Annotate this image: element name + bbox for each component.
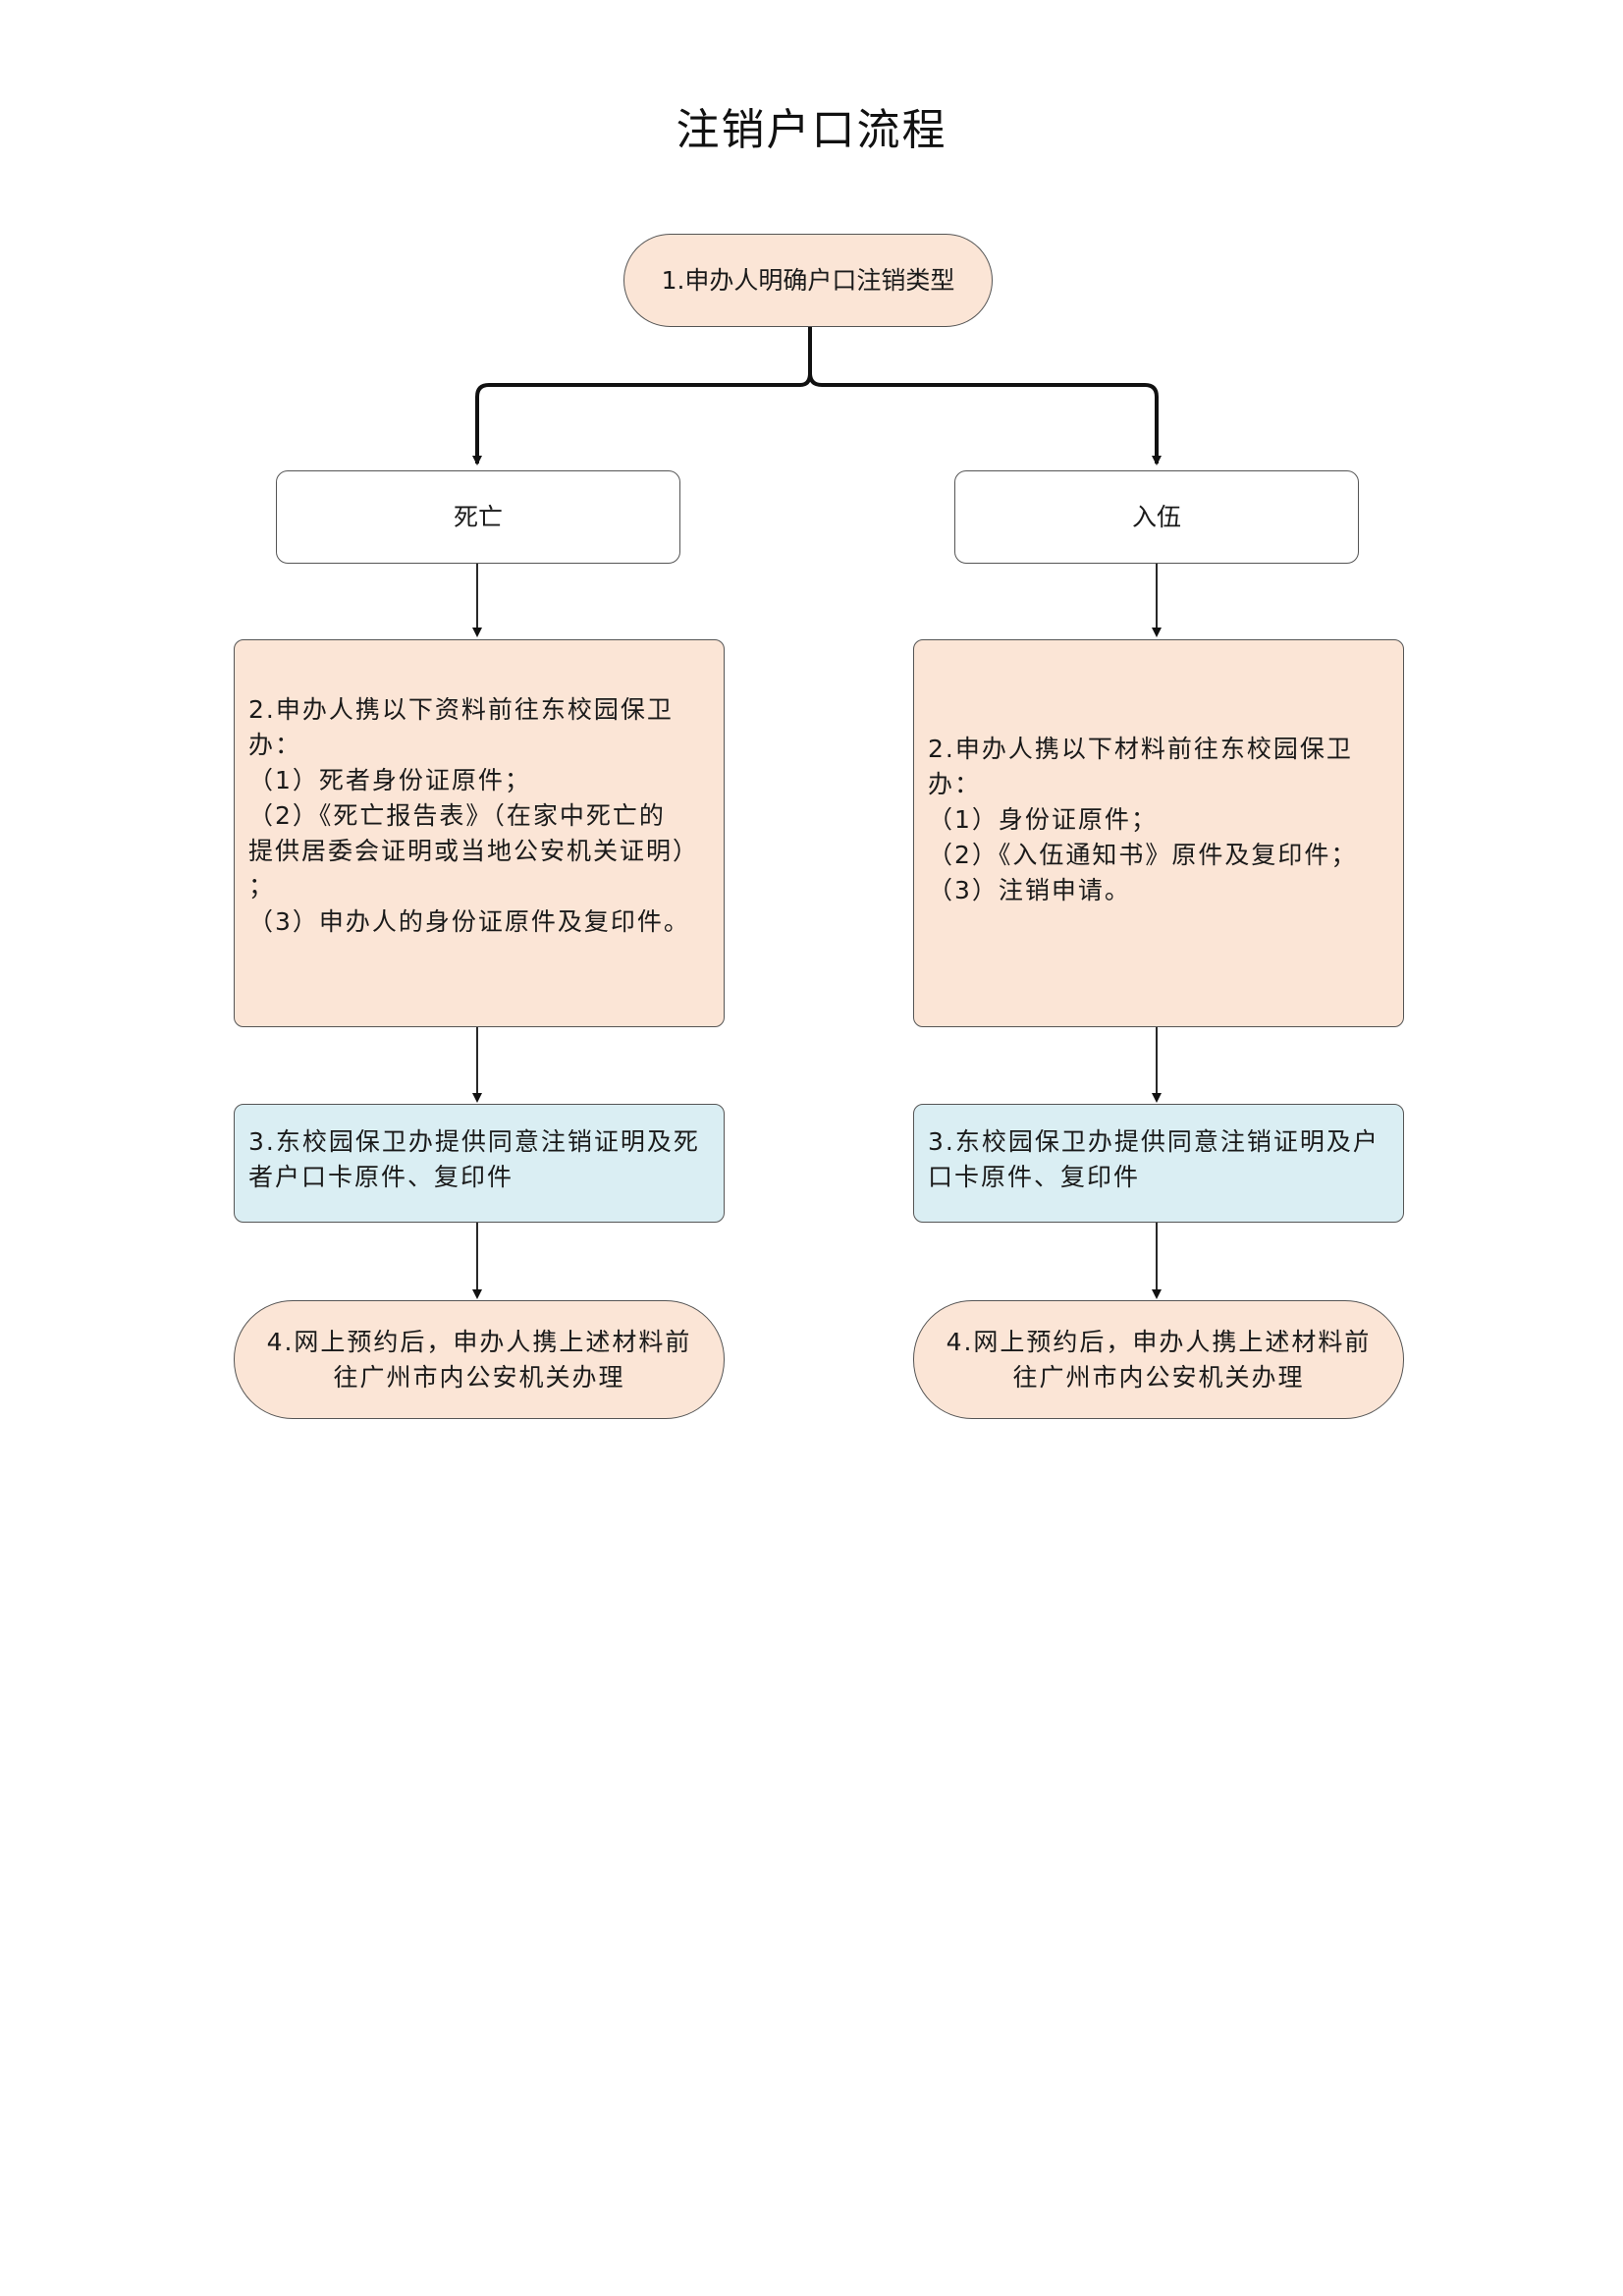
step4-death-box: 4.网上预约后，申办人携上述材料前 往广州市内公安机关办理 (234, 1300, 725, 1419)
branch-enlist-label: 入伍 (1131, 502, 1181, 531)
split-connector (472, 327, 812, 465)
page-title: 注销户口流程 (676, 105, 947, 155)
step2-death-line: 办： (248, 731, 302, 759)
step3-enlist-line: 口卡原件、复印件 (928, 1163, 1141, 1191)
step2-enlist-line: （1）身份证原件； (928, 805, 1158, 834)
start-node-label: 1.申办人明确户口注销类型 (661, 265, 955, 295)
step2-death-line: （2）《死亡报告表》（在家中死亡的 (248, 801, 666, 830)
step2-death-line: 提供居委会证明或当地公安机关证明） (248, 837, 700, 865)
branch-enlist-node: 入伍 (954, 470, 1359, 564)
step2-enlist-line: 办： (928, 770, 982, 798)
step2-enlist-box: 2.申办人携以下材料前往东校园保卫 办： （1）身份证原件； （2）《入伍通知书… (913, 639, 1404, 1027)
step2-enlist-line: 2.申办人携以下材料前往东校园保卫 (928, 735, 1353, 763)
step3-death-box: 3.东校园保卫办提供同意注销证明及死 者户口卡原件、复印件 (234, 1104, 725, 1223)
step4-death-line: 4.网上预约后，申办人携上述材料前 (266, 1327, 692, 1356)
step2-death-line: （3）申办人的身份证原件及复印件。 (248, 907, 690, 936)
step3-death-line: 者户口卡原件、复印件 (248, 1163, 514, 1191)
start-node: 1.申办人明确户口注销类型 (623, 234, 993, 327)
step2-death-line: ； (248, 872, 276, 901)
step2-enlist-line: （3）注销申请。 (928, 876, 1131, 904)
branch-death-node: 死亡 (276, 470, 680, 564)
step2-death-line: （1）死者身份证原件； (248, 766, 531, 794)
step3-death-text: 3.东校园保卫办提供同意注销证明及死 者户口卡原件、复印件 (248, 1124, 700, 1195)
step4-enlist-box: 4.网上预约后，申办人携上述材料前 往广州市内公安机关办理 (913, 1300, 1404, 1419)
split-connector-right (808, 372, 1162, 465)
branch-death-label: 死亡 (453, 502, 503, 531)
step3-enlist-line: 3.东校园保卫办提供同意注销证明及户 (928, 1127, 1380, 1156)
step3-enlist-box: 3.东校园保卫办提供同意注销证明及户 口卡原件、复印件 (913, 1104, 1404, 1223)
step2-death-box: 2.申办人携以下资料前往东校园保卫 办： （1）死者身份证原件； （2）《死亡报… (234, 639, 725, 1027)
step3-death-line: 3.东校园保卫办提供同意注销证明及死 (248, 1127, 700, 1156)
step2-death-line: 2.申办人携以下资料前往东校园保卫 (248, 695, 674, 724)
step2-enlist-line: （2）《入伍通知书》原件及复印件； (928, 841, 1358, 869)
step4-enlist-line: 4.网上预约后，申办人携上述材料前 (946, 1327, 1372, 1356)
step2-death-text: 2.申办人携以下资料前往东校园保卫 办： （1）死者身份证原件； （2）《死亡报… (248, 692, 699, 940)
step4-death-line: 往广州市内公安机关办理 (333, 1362, 625, 1392)
step4-death-text: 4.网上预约后，申办人携上述材料前 往广州市内公安机关办理 (267, 1325, 692, 1395)
step2-enlist-text: 2.申办人携以下材料前往东校园保卫 办： （1）身份证原件； （2）《入伍通知书… (928, 732, 1357, 908)
step4-enlist-text: 4.网上预约后，申办人携上述材料前 往广州市内公安机关办理 (947, 1325, 1372, 1395)
step3-enlist-text: 3.东校园保卫办提供同意注销证明及户 口卡原件、复印件 (928, 1124, 1380, 1195)
step4-enlist-line: 往广州市内公安机关办理 (1012, 1362, 1305, 1392)
